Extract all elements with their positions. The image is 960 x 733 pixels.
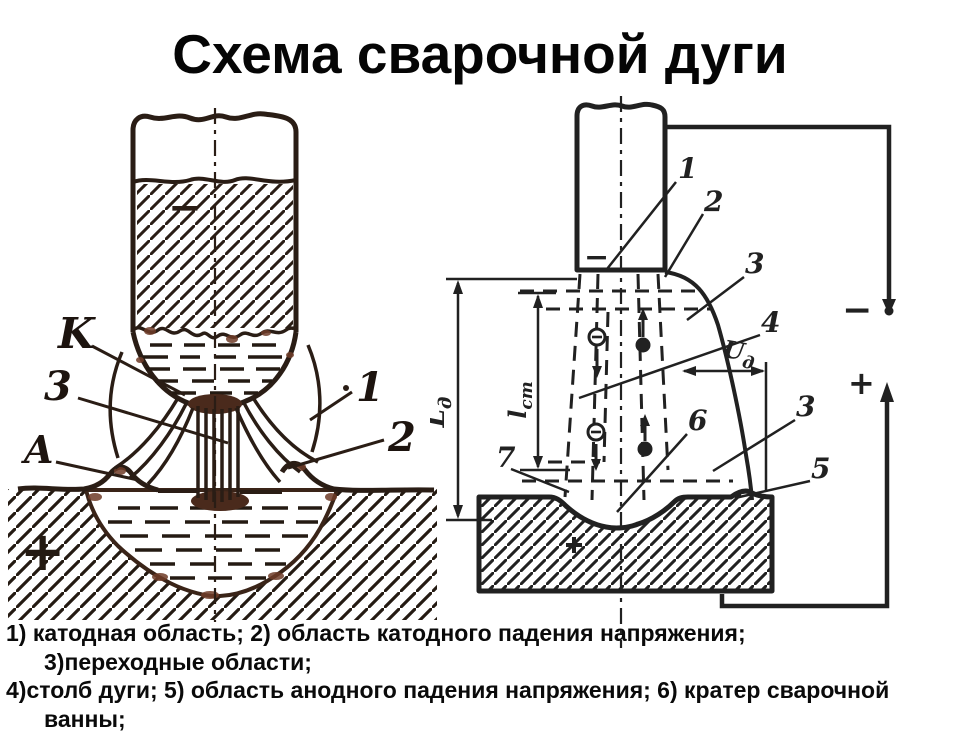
workpiece-block <box>479 491 772 591</box>
caption-line-4: ванны; <box>6 705 956 733</box>
arc-column-lines <box>198 406 238 502</box>
leader-dot <box>343 385 349 391</box>
workpiece <box>479 491 772 591</box>
label-transition-3: 3 <box>44 363 72 410</box>
arc-envelope-right <box>308 345 320 452</box>
callout-3-bottom: 3 <box>796 390 815 423</box>
arc-body <box>520 272 752 500</box>
callout-2: 2 <box>703 185 723 218</box>
callout-1: 1 <box>678 152 697 185</box>
label-callout-1: 1 <box>356 364 384 411</box>
arc-voltage-label: Uд <box>720 334 759 374</box>
label-callout-2: 2 <box>387 414 416 461</box>
right-figure-arc-schematic: − − + <box>430 85 960 655</box>
callout-3-top: 3 <box>745 247 764 280</box>
electrode-minus-sign: − <box>168 185 202 231</box>
column-length-label: lст <box>503 381 537 418</box>
label-anode-A: A <box>21 427 53 472</box>
arc-flare-curve <box>665 272 752 500</box>
wire-electrode-to-source <box>665 127 889 303</box>
region-dashed-separators <box>520 291 733 481</box>
callout-4: 4 <box>761 306 780 339</box>
arc-length-label: Lд <box>430 397 456 429</box>
terminal-dot <box>885 307 894 316</box>
source-plus-sign: + <box>848 364 875 402</box>
electron-symbol <box>588 424 604 471</box>
page-title: Схема сварочной дуги <box>0 22 960 86</box>
arc-envelope-left <box>110 352 122 458</box>
source-plus-terminal-arrow <box>880 382 894 402</box>
callout-5: 5 <box>811 452 830 485</box>
ion-symbol <box>636 308 651 353</box>
label-cathode-K: K <box>57 309 96 358</box>
electrode-minus-sign: − <box>584 240 609 275</box>
caption-line-3: 4)столб дуги; 5) область анодного падени… <box>6 676 956 705</box>
ion-symbol <box>638 414 653 457</box>
callout-7: 7 <box>496 441 516 474</box>
source-minus-sign: − <box>842 290 872 331</box>
callout-6: 6 <box>688 404 707 437</box>
workpiece-plus-sign: + <box>20 520 65 583</box>
electron-symbol <box>589 329 605 378</box>
left-figure-electrode-arc-diagram: − K 3 A 1 2 + <box>0 95 440 630</box>
